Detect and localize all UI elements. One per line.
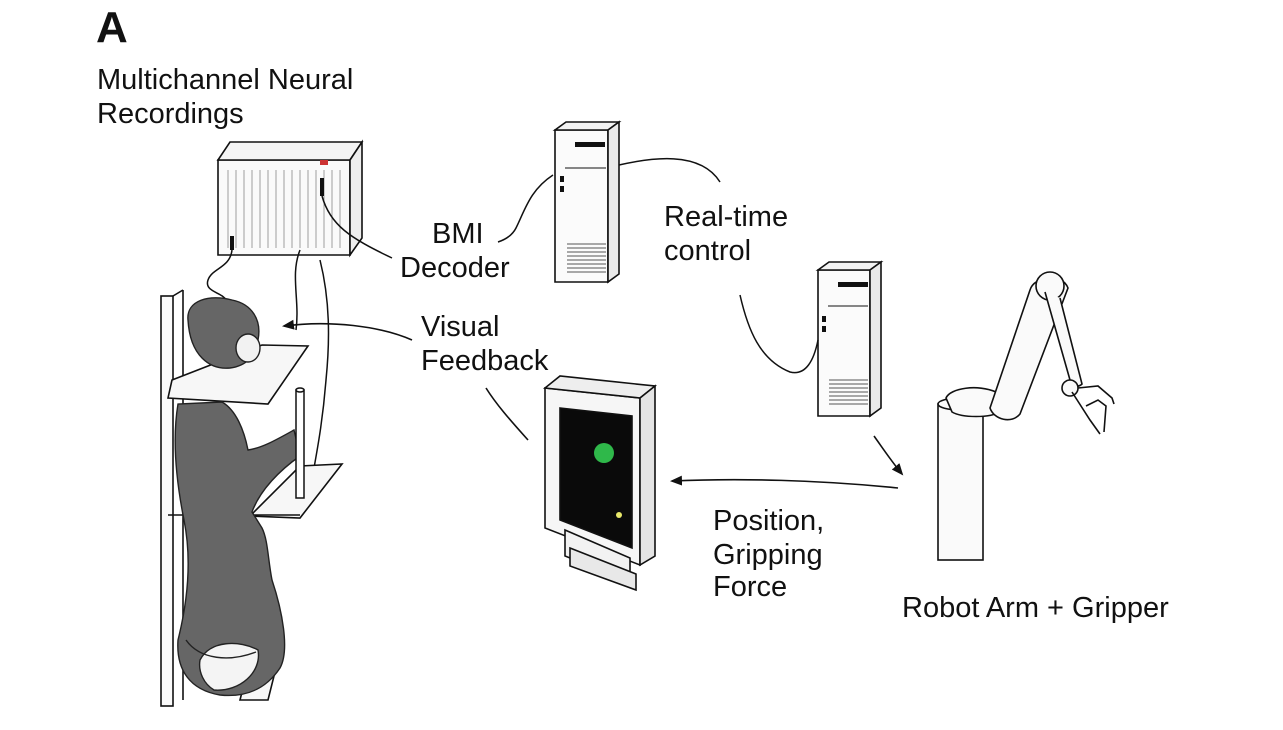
recordings-label-line1: Multichannel Neural [97,64,354,96]
visual-feedback-arrow [282,319,413,341]
decoder-label-line2: Decoder [400,252,510,284]
computer-cables [497,157,819,374]
robot-label: Robot Arm + Gripper [902,592,1169,624]
realtime-label-line2: control [664,235,752,267]
control-computer [815,260,884,418]
recording-rack [216,139,364,258]
robot-arm [937,271,1115,561]
decoder-computer [552,120,622,284]
feedback-label-line2: Feedback [421,345,549,377]
monitor-to-feedback-line [485,387,529,441]
arrows [282,319,904,489]
decoder-label-line1: BMI [432,218,484,250]
feedback-label-line1: Visual [421,311,500,343]
robot-to-monitor-arrow [670,475,899,489]
realtime-label-line1: Real-time [664,201,789,233]
rack-cables [206,195,393,481]
recordings-label-line2: Recordings [97,98,244,130]
position-label-line1: Position, [713,505,825,537]
monkey-illustration [174,297,301,697]
position-label-line3: Force [713,571,788,603]
control-to-robot-arrow [873,435,904,476]
panel-letter: A [96,3,128,52]
position-label-line2: Gripping [713,539,823,571]
joystick [295,387,305,499]
feedback-monitor [542,375,658,592]
